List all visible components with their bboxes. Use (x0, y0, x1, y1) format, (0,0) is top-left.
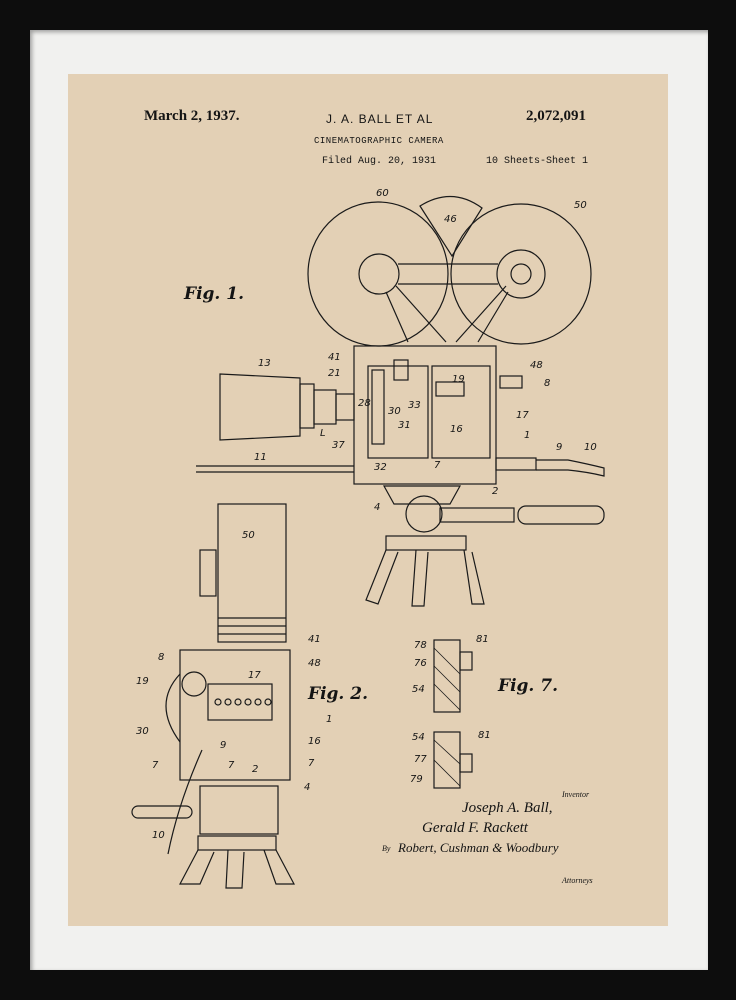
fig7-label: 78 (414, 640, 427, 651)
fig7-label: 54 (412, 732, 425, 743)
fig7-label: 77 (414, 754, 427, 765)
figure-2-caption: Fig. 2. (308, 684, 368, 704)
fig1-label: 13 (258, 358, 271, 369)
fig2-label: 2 (252, 764, 259, 775)
figure-1-drawing (131, 195, 605, 889)
fig1-label: 16 (450, 424, 463, 435)
fig1-label: 11 (254, 452, 267, 463)
fig1-label: 50 (574, 200, 587, 211)
fig1-label: 48 (530, 360, 543, 371)
sprocket-right (496, 249, 546, 299)
fig2-label: 17 (248, 670, 261, 681)
reel-cover (419, 195, 483, 258)
fig2-label: 48 (308, 658, 321, 669)
fig1-label: 10 (584, 442, 597, 453)
attorney-signature: Robert, Cushman & Woodbury (398, 840, 559, 855)
fig7-label: 76 (414, 658, 427, 669)
fig2-label: 7 (308, 758, 315, 769)
fig1-label: L (320, 428, 326, 439)
attorney-prefix: By (382, 844, 391, 853)
attorneys-caption: Attorneys (562, 876, 593, 885)
inventor-name-1: Joseph A. Ball, (462, 800, 553, 816)
fig7-label: 54 (412, 684, 425, 695)
inventor-name-2: Gerald F. Rackett (422, 820, 528, 836)
fig1-label: 41 (328, 352, 341, 363)
patent-date: March 2, 1937. (144, 108, 240, 124)
fig1-label: 33 (408, 400, 421, 411)
fig1-label: 2 (492, 486, 499, 497)
fig1-label: 30 (388, 406, 401, 417)
fig1-label: 19 (452, 374, 465, 385)
reel-right (450, 203, 592, 345)
fig1-label: 8 (544, 378, 551, 389)
fig2-label: 19 (136, 676, 149, 687)
fig1-label: 7 (434, 460, 441, 471)
patent-title: CINEMATOGRAPHIC CAMERA (314, 136, 444, 146)
fig1-label: 46 (444, 214, 457, 225)
patent-sheet: March 2, 1937. J. A. BALL ET AL 2,072,09… (68, 74, 668, 926)
fig2-label: 30 (136, 726, 149, 737)
patent-inventors: J. A. BALL ET AL (326, 112, 434, 126)
inventor-caption: Inventor (562, 790, 590, 799)
reel-left (307, 201, 449, 347)
fig1-label: 60 (376, 188, 389, 199)
fig2-label: 8 (158, 652, 165, 663)
fig2-label: 4 (304, 782, 311, 793)
fig1-label: 37 (332, 440, 345, 451)
fig2-label: 10 (152, 830, 165, 841)
fig2-label: 7 (228, 760, 235, 771)
fig7-label: 81 (476, 634, 489, 645)
fig7-label: 81 (478, 730, 491, 741)
figure-1-caption: Fig. 1. (184, 284, 244, 304)
fig1-label: 21 (328, 368, 341, 379)
fig2-body (179, 649, 291, 781)
fig2-label: 9 (220, 740, 227, 751)
fig1-label: 31 (398, 420, 411, 431)
fig1-label: 1 (524, 430, 531, 441)
fig2-label: 16 (308, 736, 321, 747)
fig2-label: 1 (326, 714, 333, 725)
fig1-label: 17 (516, 410, 529, 421)
fig7-label: 79 (410, 774, 423, 785)
fig2-label: 41 (308, 634, 321, 645)
figure-7-caption: Fig. 7. (498, 676, 558, 696)
sprocket-left (358, 253, 400, 295)
fig7-upper-part (433, 639, 461, 713)
fig1-label: 9 (556, 442, 563, 453)
fig1-label: 4 (374, 502, 381, 513)
fig1-label: 28 (358, 398, 371, 409)
lens-hood (219, 373, 301, 441)
fig1-label: 32 (374, 462, 387, 473)
filed-date: Filed Aug. 20, 1931 (322, 156, 437, 167)
pan-handle (517, 505, 605, 525)
fig2-label: 50 (242, 530, 255, 541)
sheet-count: 10 Sheets-Sheet 1 (486, 156, 589, 167)
patent-number: 2,072,091 (526, 108, 586, 124)
fig2-magazine (217, 503, 287, 643)
fig2-label: 7 (152, 760, 159, 771)
